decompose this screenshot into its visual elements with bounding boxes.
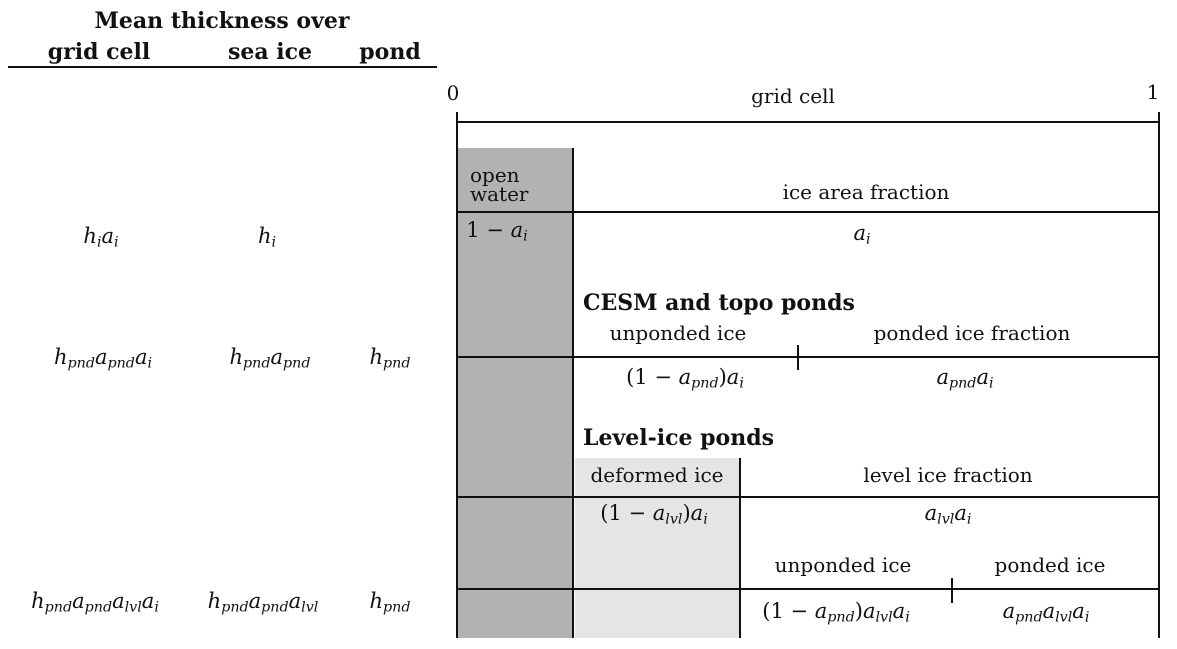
level-ice-fraction-value: alvlai	[924, 501, 972, 528]
thickness-level-grid-cell: hpndapndalvlai	[31, 589, 159, 616]
diagram-left-border	[456, 112, 458, 638]
bottom-row-line	[456, 588, 1160, 590]
axis-title: grid cell	[751, 84, 835, 108]
thickness-seaice-sea-ice: hi	[257, 224, 277, 251]
ice-area-fraction-value: ai	[853, 221, 871, 248]
mean-thickness-table: Mean thickness over grid cell sea ice po…	[0, 0, 445, 649]
ice-row-line	[456, 211, 1160, 213]
thickness-seaice-grid-cell: hiai	[83, 224, 119, 251]
area-fraction-diagram: 0 grid cell 1 open water ice area fracti…	[445, 0, 1177, 649]
level-row-line	[456, 496, 1160, 498]
cesm-topo-title: CESM and topo ponds	[583, 290, 855, 316]
diagram-right-border	[1158, 112, 1160, 638]
level-unponded-ice-label: unponded ice	[774, 553, 912, 577]
level-ice-title: Level-ice ponds	[583, 425, 774, 451]
level-ponded-ice-label: ponded ice	[994, 553, 1106, 577]
level-pond-tick	[951, 578, 953, 603]
cesm-row-line	[456, 356, 1160, 358]
thickness-level-sea-ice: hpndapndalvl	[207, 589, 319, 616]
open-water-divider	[572, 148, 574, 638]
deformed-ice-fraction: (1 − alvl)ai	[600, 501, 708, 528]
deformed-ice-label: deformed ice	[590, 463, 724, 487]
cesm-ponded-fraction: apndai	[936, 365, 994, 392]
axis-tick-label-0: 0	[446, 81, 460, 105]
open-water-label: open water	[470, 163, 529, 206]
table-title: Mean thickness over	[94, 8, 350, 34]
cesm-ponded-ice-fraction-label: ponded ice fraction	[873, 321, 1071, 345]
cesm-pond-tick	[797, 345, 799, 370]
deformed-ice-column	[575, 458, 739, 638]
thickness-topo-pond: hpnd	[369, 345, 411, 372]
column-header-pond: pond	[359, 39, 421, 65]
level-ice-fraction-label: level ice fraction	[863, 463, 1033, 487]
ice-area-fraction-label: ice area fraction	[782, 180, 950, 204]
cesm-unponded-ice-label: unponded ice	[609, 321, 747, 345]
level-ponded-fraction: apndalvlai	[1002, 599, 1090, 626]
deformed-ice-divider	[739, 458, 741, 638]
column-header-sea-ice: sea ice	[227, 39, 313, 65]
header-rule	[8, 66, 437, 68]
thickness-topo-grid-cell: hpndapndai	[53, 345, 153, 372]
cesm-unponded-fraction: (1 − apnd)ai	[626, 365, 744, 392]
open-water-column	[458, 148, 573, 638]
axis-tick-label-1: 1	[1146, 80, 1160, 104]
thickness-topo-sea-ice: hpndapnd	[229, 345, 311, 372]
axis-line	[456, 121, 1160, 123]
level-unponded-fraction: (1 − apnd)alvlai	[762, 599, 910, 626]
open-water-fraction: 1 − ai	[466, 218, 528, 245]
column-header-grid-cell: grid cell	[47, 39, 151, 65]
thickness-level-pond: hpnd	[369, 589, 411, 616]
